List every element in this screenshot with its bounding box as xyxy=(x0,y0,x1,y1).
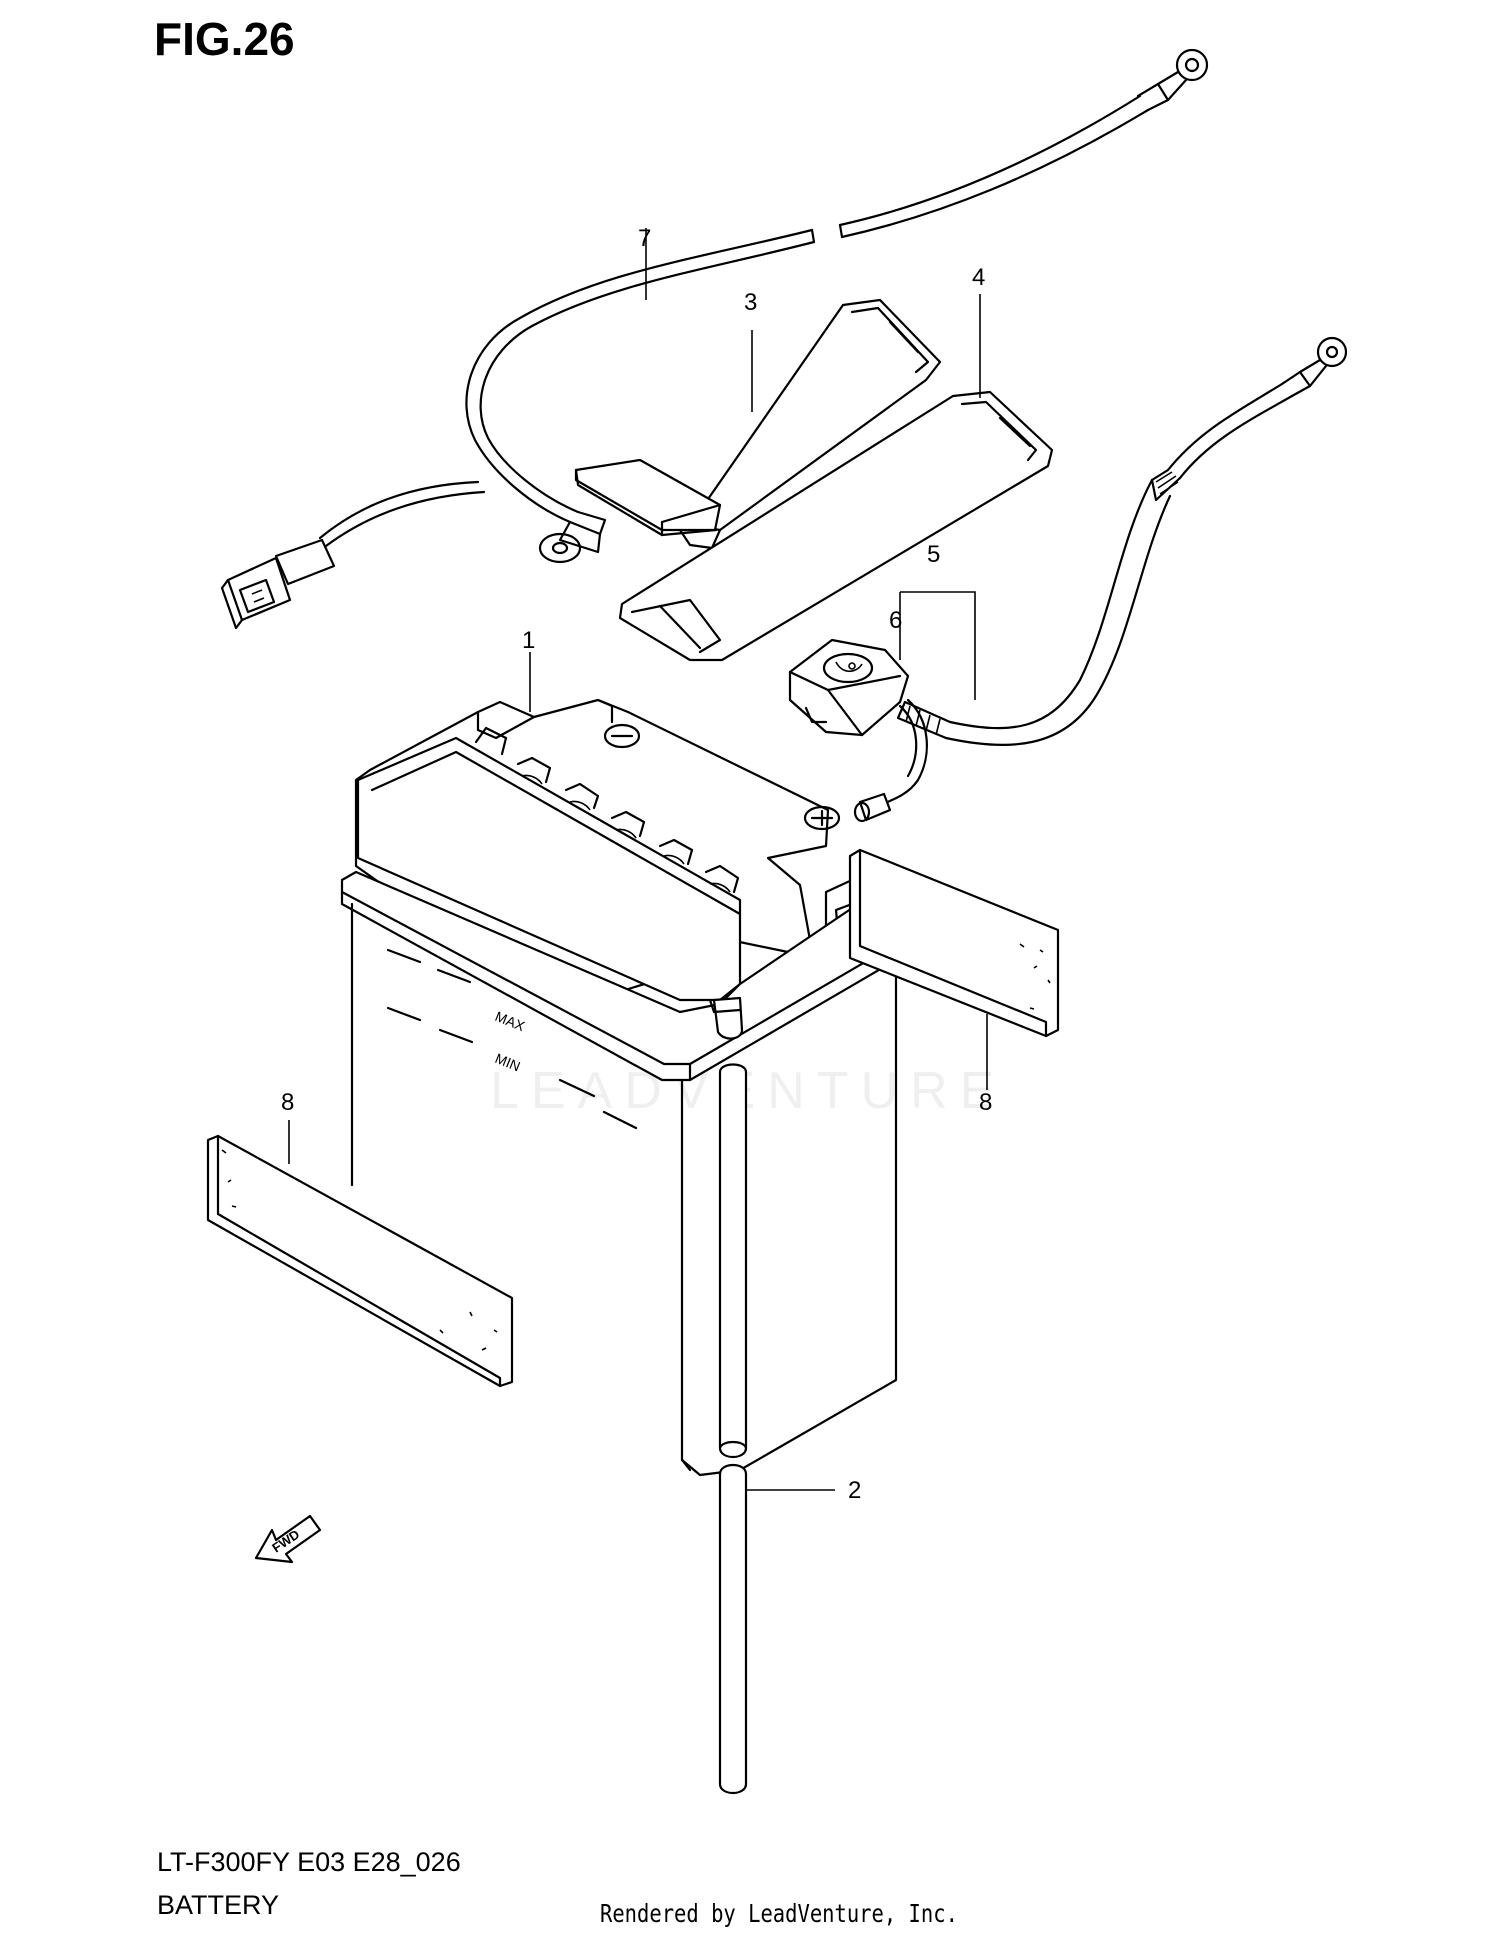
callout-4: 4 xyxy=(972,264,985,291)
part-5-positive-cable[interactable] xyxy=(896,336,1348,746)
callout-5: 5 xyxy=(927,541,940,568)
watermark-text: LEADVENTURE xyxy=(490,1062,1006,1120)
part-8-pad-right[interactable] xyxy=(848,848,1060,1038)
part-4-battery-band[interactable] xyxy=(618,390,1054,662)
callout-8-right: 8 xyxy=(979,1089,992,1116)
section-name: BATTERY xyxy=(157,1890,280,1920)
rendered-by-credit: Rendered by LeadVenture, Inc. xyxy=(600,1899,958,1928)
model-code: LT-F300FY E03 E28_026 xyxy=(157,1847,461,1877)
part-2-breather-hose[interactable] xyxy=(718,1063,748,1795)
battery-max-label: MAX xyxy=(493,1008,528,1034)
part-8-pad-left[interactable] xyxy=(206,1134,514,1388)
part-7-negative-cable[interactable] xyxy=(220,48,1209,630)
callout-6: 6 xyxy=(889,607,902,634)
callout-1: 1 xyxy=(522,627,535,654)
part-6-terminal-cover[interactable] xyxy=(788,638,928,823)
part-3-battery-band[interactable] xyxy=(574,298,942,550)
part-1-battery[interactable]: MAX MIN xyxy=(340,698,898,1477)
callout-8-left: 8 xyxy=(281,1089,294,1116)
callout-7: 7 xyxy=(638,225,651,252)
fwd-arrow-icon: FWD xyxy=(254,1514,322,1564)
callout-2: 2 xyxy=(848,1477,861,1504)
figure-title: FIG.26 xyxy=(154,13,295,65)
callout-3: 3 xyxy=(744,289,757,316)
callout-leaders xyxy=(288,228,988,1491)
